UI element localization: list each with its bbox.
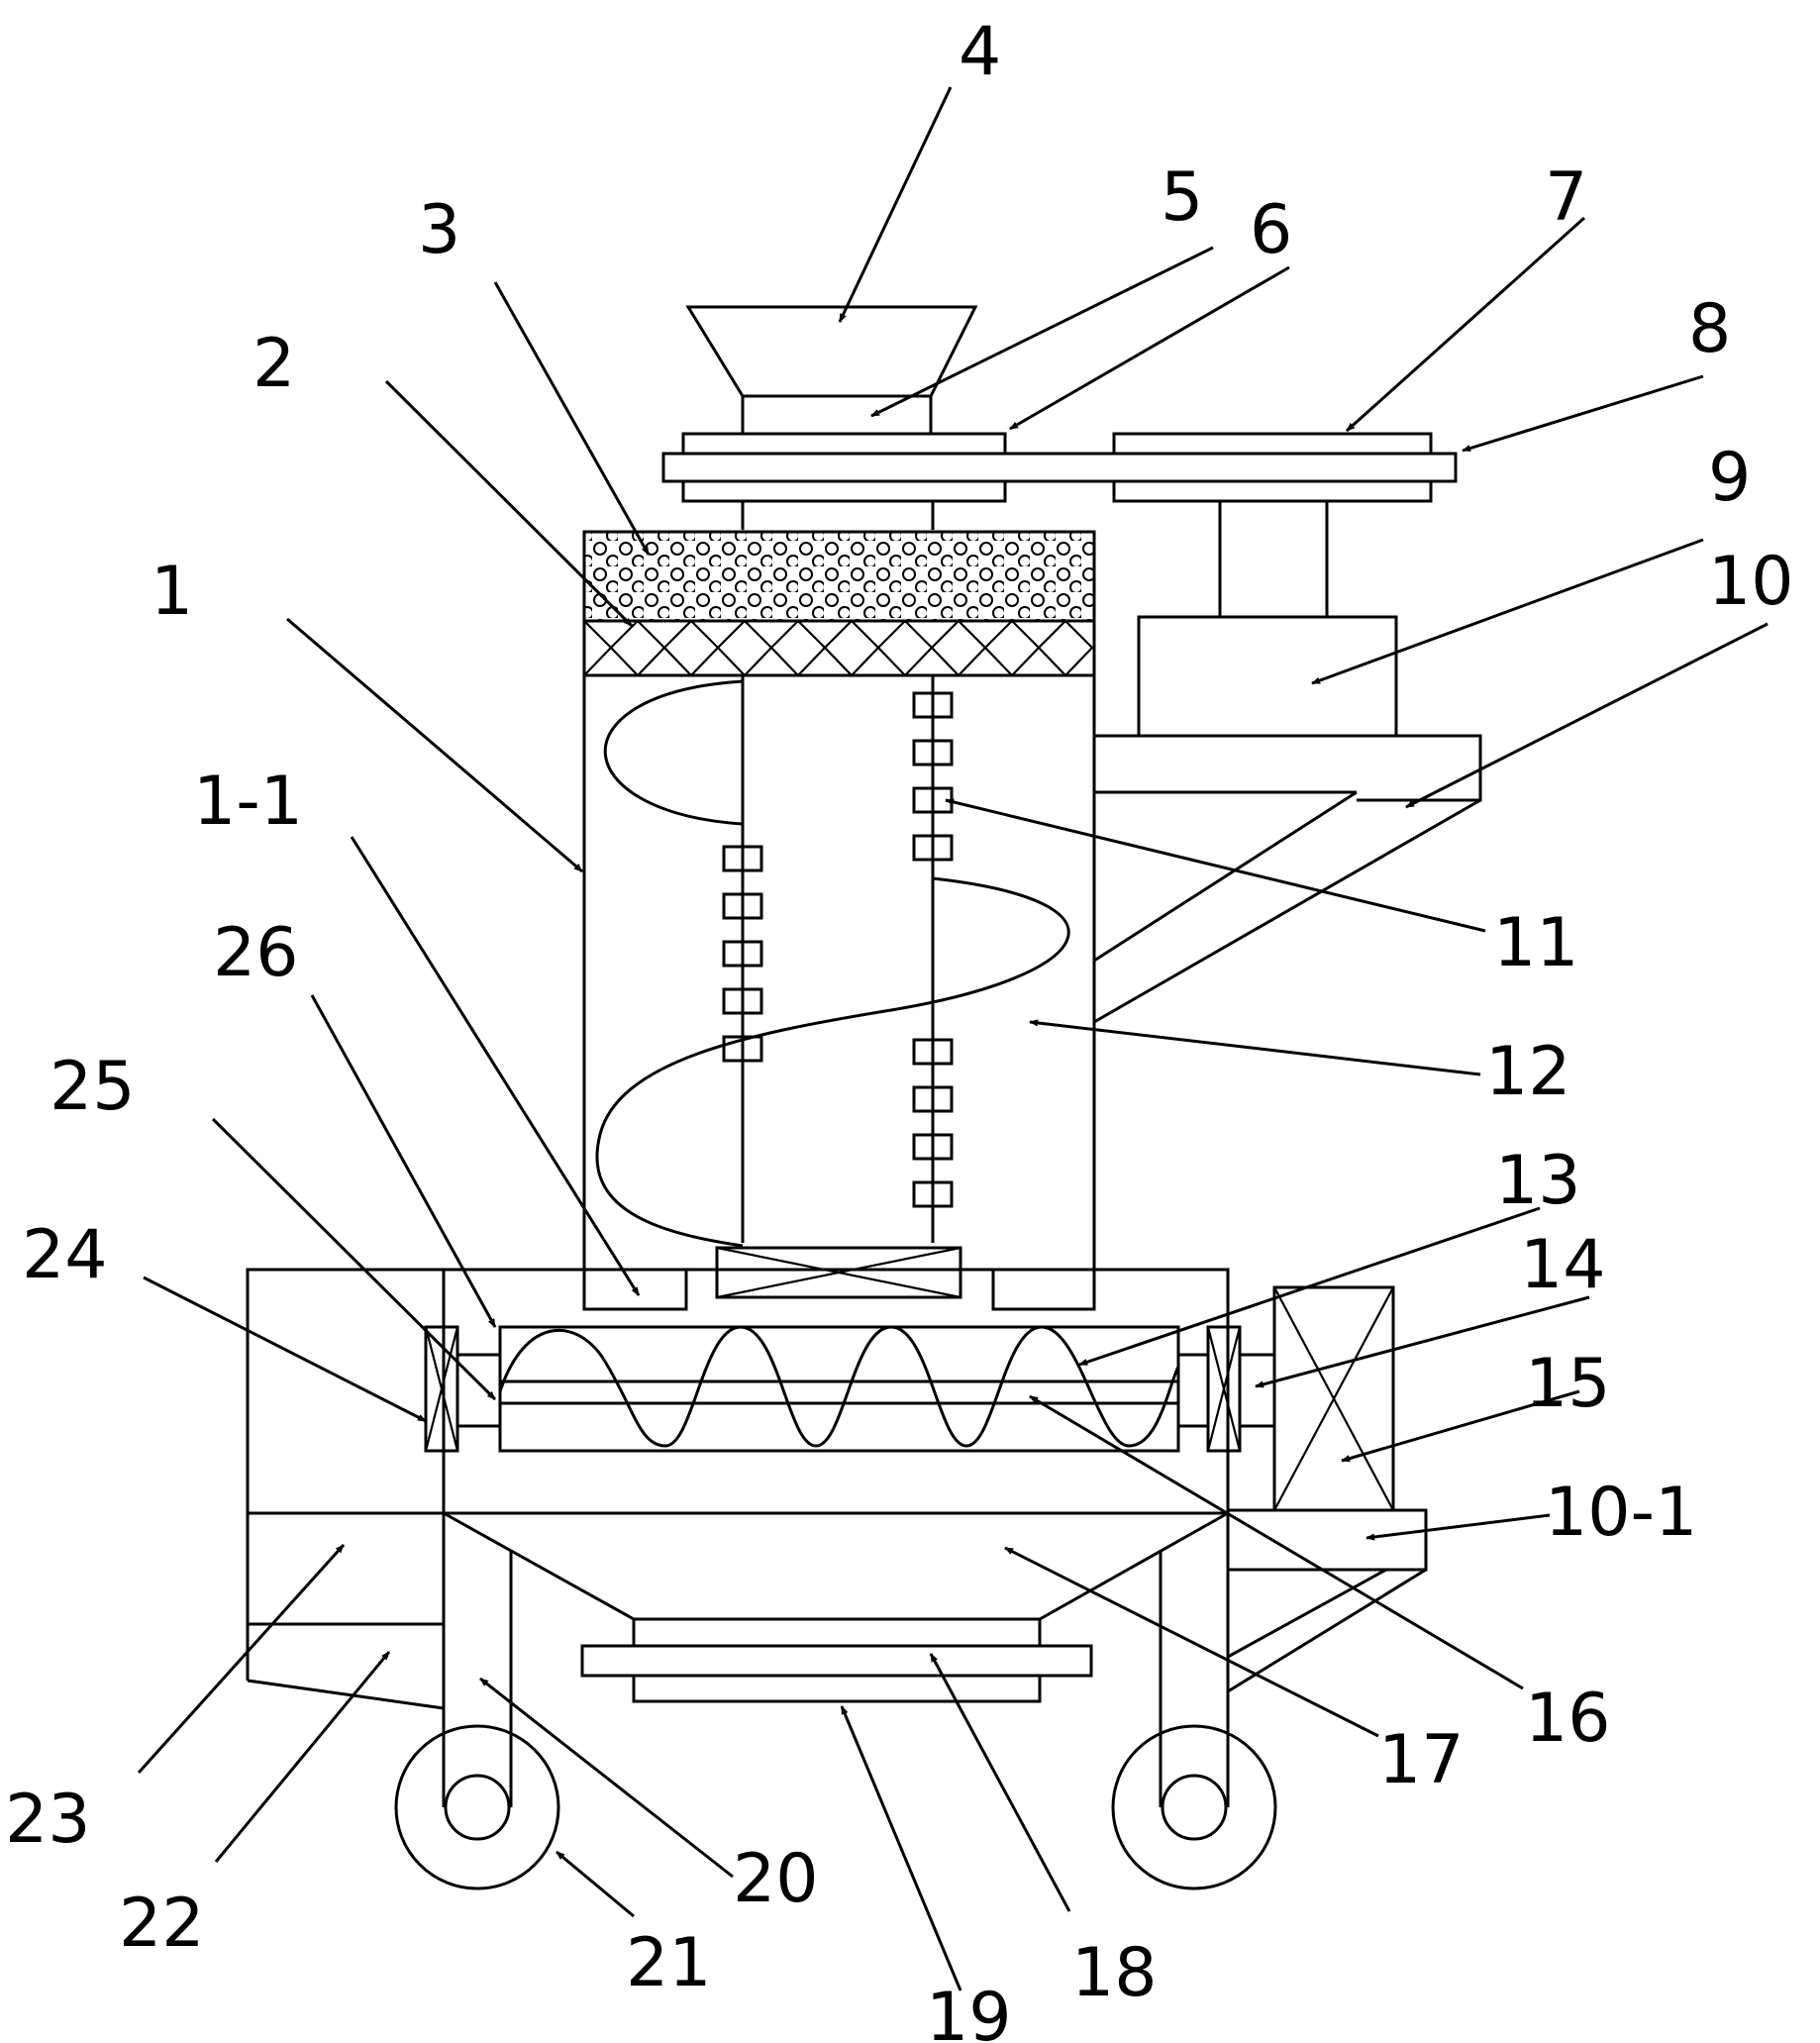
crushing-shafts xyxy=(595,675,1070,1248)
helical-blade xyxy=(595,679,1070,1248)
label-5: 5 xyxy=(1161,158,1203,237)
label-4: 4 xyxy=(959,13,1001,91)
label-10: 10 xyxy=(1708,543,1794,621)
label-13: 13 xyxy=(1495,1142,1581,1220)
main-housing xyxy=(582,530,1096,1272)
label-14: 14 xyxy=(1520,1226,1606,1304)
motor-and-bracket xyxy=(1093,615,1482,1024)
label-3: 3 xyxy=(418,191,460,269)
label-25: 25 xyxy=(50,1048,136,1126)
housing-base xyxy=(582,1246,1096,1311)
label-17: 17 xyxy=(1378,1721,1465,1799)
label-11: 11 xyxy=(1493,904,1579,982)
side-outlet xyxy=(246,1270,445,1710)
label-22: 22 xyxy=(119,1885,205,1963)
label-16: 16 xyxy=(1525,1680,1611,1758)
label-19: 19 xyxy=(926,1979,1012,2043)
label-21: 21 xyxy=(626,1924,712,2002)
label-12: 12 xyxy=(1485,1033,1571,1111)
label-18: 18 xyxy=(1071,1934,1158,2012)
belt-drive xyxy=(661,432,1458,617)
blade-column-left xyxy=(722,845,763,1063)
label-10-1: 10-1 xyxy=(1545,1474,1697,1552)
label-26: 26 xyxy=(213,914,299,992)
label-1-1: 1-1 xyxy=(193,763,303,841)
leader-lines xyxy=(137,86,1769,1992)
blade-column-right xyxy=(912,691,954,1208)
label-9: 9 xyxy=(1708,439,1751,517)
label-6: 6 xyxy=(1250,191,1292,269)
label-20: 20 xyxy=(733,1840,819,1918)
label-1: 1 xyxy=(151,553,193,631)
reference-numerals: 4 5 6 7 8 9 10 3 2 1 1-1 11 12 26 25 13 … xyxy=(5,13,1794,2043)
collecting-hopper xyxy=(443,1511,1229,1703)
label-15: 15 xyxy=(1525,1345,1611,1423)
label-2: 2 xyxy=(253,325,295,403)
conveyor-motor xyxy=(1227,1285,1428,1693)
label-7: 7 xyxy=(1545,158,1587,237)
feed-hopper xyxy=(685,305,978,436)
label-23: 23 xyxy=(5,1781,91,1859)
label-8: 8 xyxy=(1688,290,1731,368)
label-24: 24 xyxy=(22,1216,108,1294)
